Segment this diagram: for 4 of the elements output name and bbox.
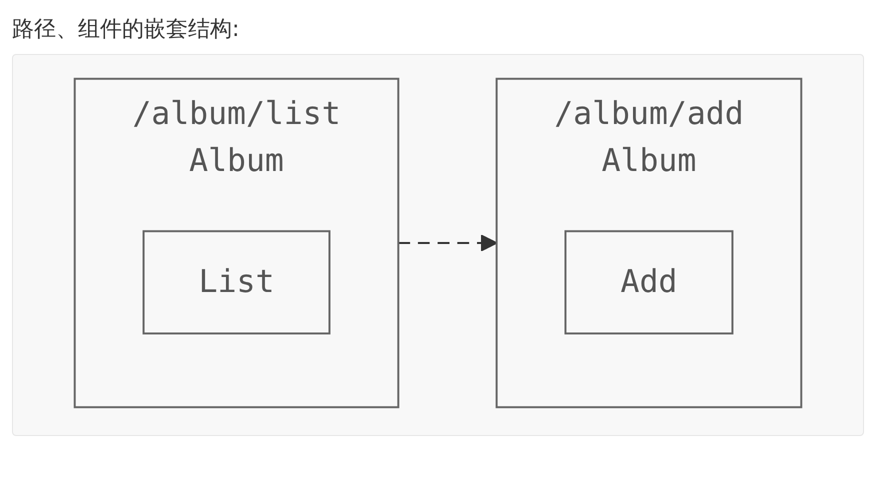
- node-box: Add: [564, 230, 734, 334]
- arrow: [398, 234, 498, 252]
- heading: 路径、组件的嵌套结构:: [12, 16, 240, 44]
- node-box: List: [142, 230, 330, 334]
